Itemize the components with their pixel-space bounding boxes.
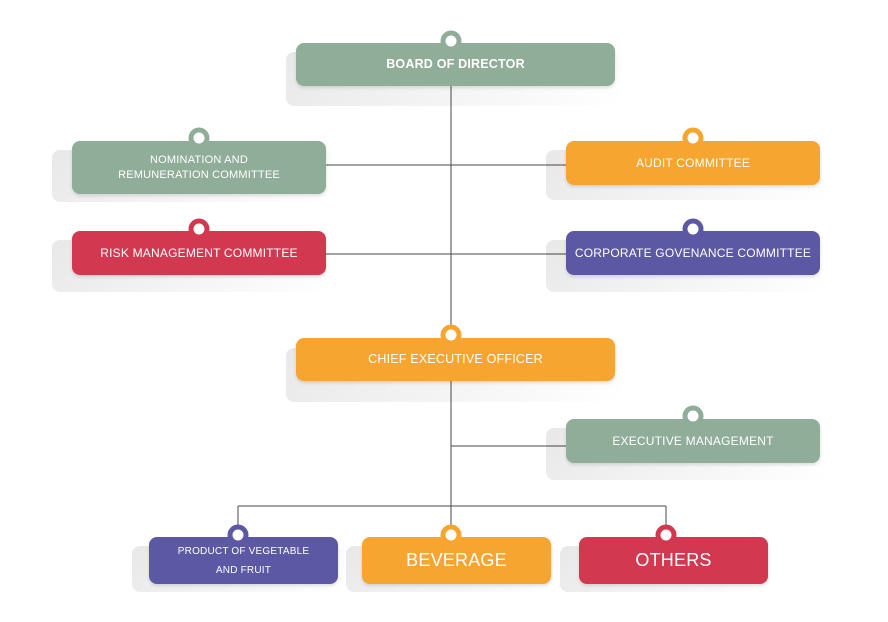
others-box: OTHERS (579, 537, 768, 584)
nomination-committee-box: NOMINATION AND REMUNERATION COMMITTEE (72, 141, 326, 194)
chief-executive-officer-label: CHIEF EXECUTIVE OFFICER (368, 352, 543, 366)
connector-node-icon (440, 324, 462, 346)
executive-management-label: EXECUTIVE MANAGEMENT (612, 433, 774, 448)
product-label-line1: PRODUCT OF VEGETABLE (177, 545, 310, 557)
nomination-label-line2: REMUNERATION COMMITTEE (118, 168, 280, 181)
connector-node-icon (440, 30, 462, 52)
others-label: OTHERS (635, 550, 712, 570)
connector-node-icon (188, 218, 210, 240)
connector-node-icon (682, 405, 704, 427)
connector-node-icon (682, 127, 704, 149)
chief-executive-officer-box: CHIEF EXECUTIVE OFFICER (296, 338, 615, 381)
connector-node-icon (682, 218, 704, 240)
audit-committee-label: AUDIT COMMITTEE (635, 155, 751, 170)
beverage-box: BEVERAGE (362, 537, 551, 584)
connector-node-icon (227, 524, 249, 546)
product-label-line2: AND FRUIT (215, 564, 272, 576)
board-of-director-label: BOARD OF DIRECTOR (386, 57, 525, 71)
connector-node-icon (655, 524, 677, 546)
beverage-label: BEVERAGE (406, 550, 507, 570)
product-of-vegetable-and-fruit-box: PRODUCT OF VEGETABLE AND FRUIT (149, 537, 338, 584)
risk-management-label: RISK MANAGEMENT COMMITTEE (100, 245, 298, 260)
corporate-governance-label: CORPORATE GOVENANCE COMMITTEE (574, 245, 812, 260)
connector-node-icon (188, 127, 210, 149)
risk-management-committee-box: RISK MANAGEMENT COMMITTEE (72, 231, 326, 275)
nomination-label-line1: NOMINATION AND (150, 153, 248, 166)
connector-node-icon (440, 524, 462, 546)
